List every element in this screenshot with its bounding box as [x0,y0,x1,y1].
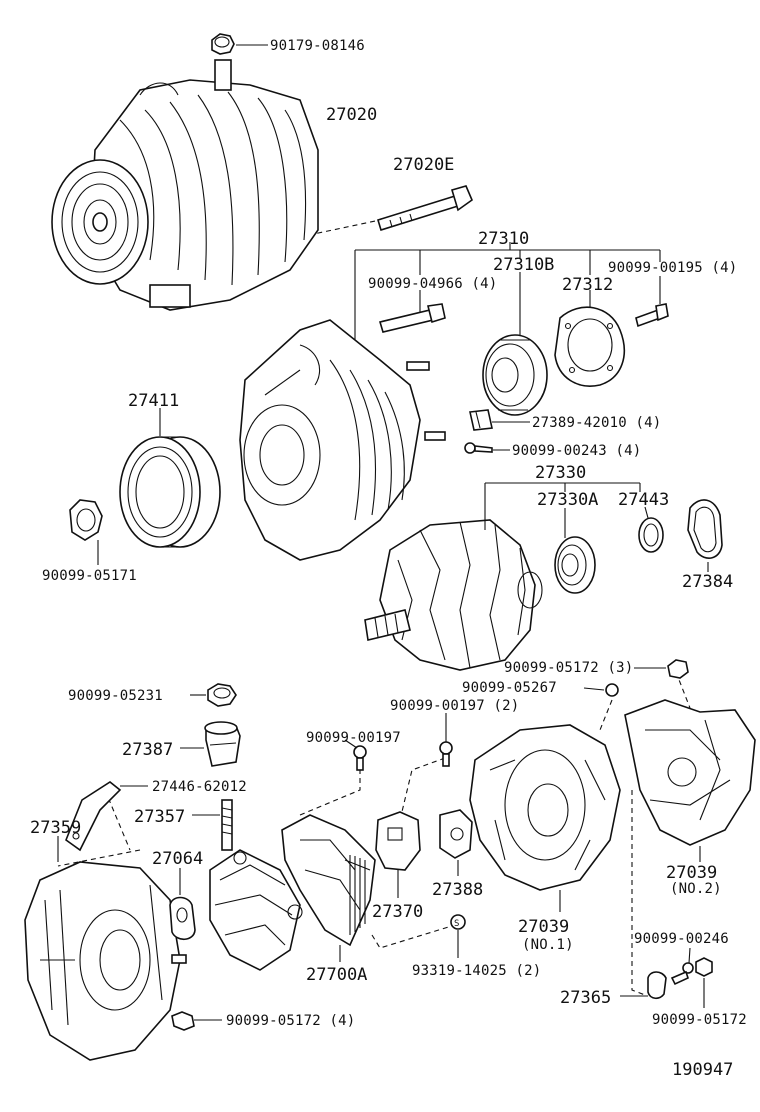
nut-icon [605,683,619,697]
end-frame-no2 [624,699,756,846]
brush-holder-icon [375,811,421,871]
label-drawing-number: 190947 [672,1060,733,1080]
through-bolt-icon [377,185,473,232]
label-nut-05172: 90099-05172 [652,1012,747,1028]
label-end-frame-no1-sub: (NO.1) [522,937,574,953]
screw-icon [464,442,493,454]
label-insulator-27064: 27064 [152,849,203,869]
screw-icon [353,745,367,771]
nut-icon [207,683,237,707]
label-insulator-42010: 27389-42010 (4) [532,415,661,431]
nut-icon [171,1011,195,1031]
label-screw-00197: 90099-00197 [306,730,401,746]
screw-icon [635,303,669,328]
label-end-frame-no1: 27039 [518,917,569,937]
label-cover-27359: 27359 [30,818,81,838]
pulley-icon [119,436,221,548]
part-labels: 90179-08146 27020 27020E 27310 90099-049… [30,38,747,1080]
group-bracket-27310 [354,242,661,340]
label-end-frame-no2: 27039 [666,863,717,883]
label-brush-27370: 27370 [372,902,423,922]
label-gasket-27384: 27384 [682,572,733,592]
label-frame-group: 27310 [478,229,529,249]
screw-icon [439,741,453,767]
nut-icon [695,957,713,977]
label-plate-27312: 27312 [562,275,613,295]
label-regulator-27700A: 27700A [306,965,367,985]
regulator-icon [281,814,376,947]
terminal-icon [647,971,667,1000]
label-screw-00246: 90099-00246 [634,931,729,947]
alternator-assembly [51,59,319,311]
label-nut-05172-4: 90099-05172 (4) [226,1013,355,1029]
screw-icon [670,962,694,986]
label-screw-00195: 90099-00195 (4) [608,260,737,276]
label-cap-27387: 27387 [122,740,173,760]
label-alternator: 27020 [326,105,377,125]
brush-holder-stud-icon [209,799,303,971]
svg-text:S: S [454,919,459,929]
gasket-icon [687,499,723,559]
label-bearing-27330A: 27330A [537,490,598,510]
label-terminal-27365: 27365 [560,988,611,1008]
plate-icon [439,809,473,859]
end-frame-no1 [469,724,621,891]
label-nut-05231: 90099-05231 [68,688,163,704]
label-nut-top: 90179-08146 [270,38,365,54]
insulator-icon [469,409,493,431]
label-bolt-27020E: 27020E [393,155,454,175]
label-screw-00243: 90099-00243 (4) [512,443,641,459]
group-bracket-27330 [484,482,641,530]
label-nut-05172-3: 90099-05172 (3) [504,660,633,676]
label-nut-05171: 90099-05171 [42,568,137,584]
label-holder-27357: 27357 [134,807,185,827]
label-terminal-62012: 27446-62012 [152,779,247,795]
label-end-frame-no2-sub: (NO.2) [670,881,722,897]
cap-icon [204,721,241,767]
ring-icon [638,517,664,553]
bearing-icon [554,536,596,594]
label-nut-05267: 90099-05267 [462,680,557,696]
label-bolt-04966: 90099-04966 (4) [368,276,497,292]
nut-icon [69,499,103,541]
nut-icon [211,33,235,55]
drive-end-frame [239,319,446,561]
bearing-icon [482,334,548,416]
spring-icon: S [450,914,466,930]
label-screw-00197-2: 90099-00197 (2) [390,698,519,714]
rotor-icon [364,519,543,671]
retainer-plate-icon [554,306,625,387]
label-plate-27388: 27388 [432,880,483,900]
label-ring-27443: 27443 [618,490,669,510]
rear-cover [24,861,187,1061]
nut-icon [667,659,689,679]
terminal-icon [65,781,122,852]
insulator-icon [169,896,196,941]
label-pulley: 27411 [128,391,179,411]
stud-bolt-icon [378,303,446,333]
label-bearing-27310B: 27310B [493,255,554,275]
label-rotor-group: 27330 [535,463,586,483]
label-spring-14025: 93319-14025 (2) [412,963,541,979]
